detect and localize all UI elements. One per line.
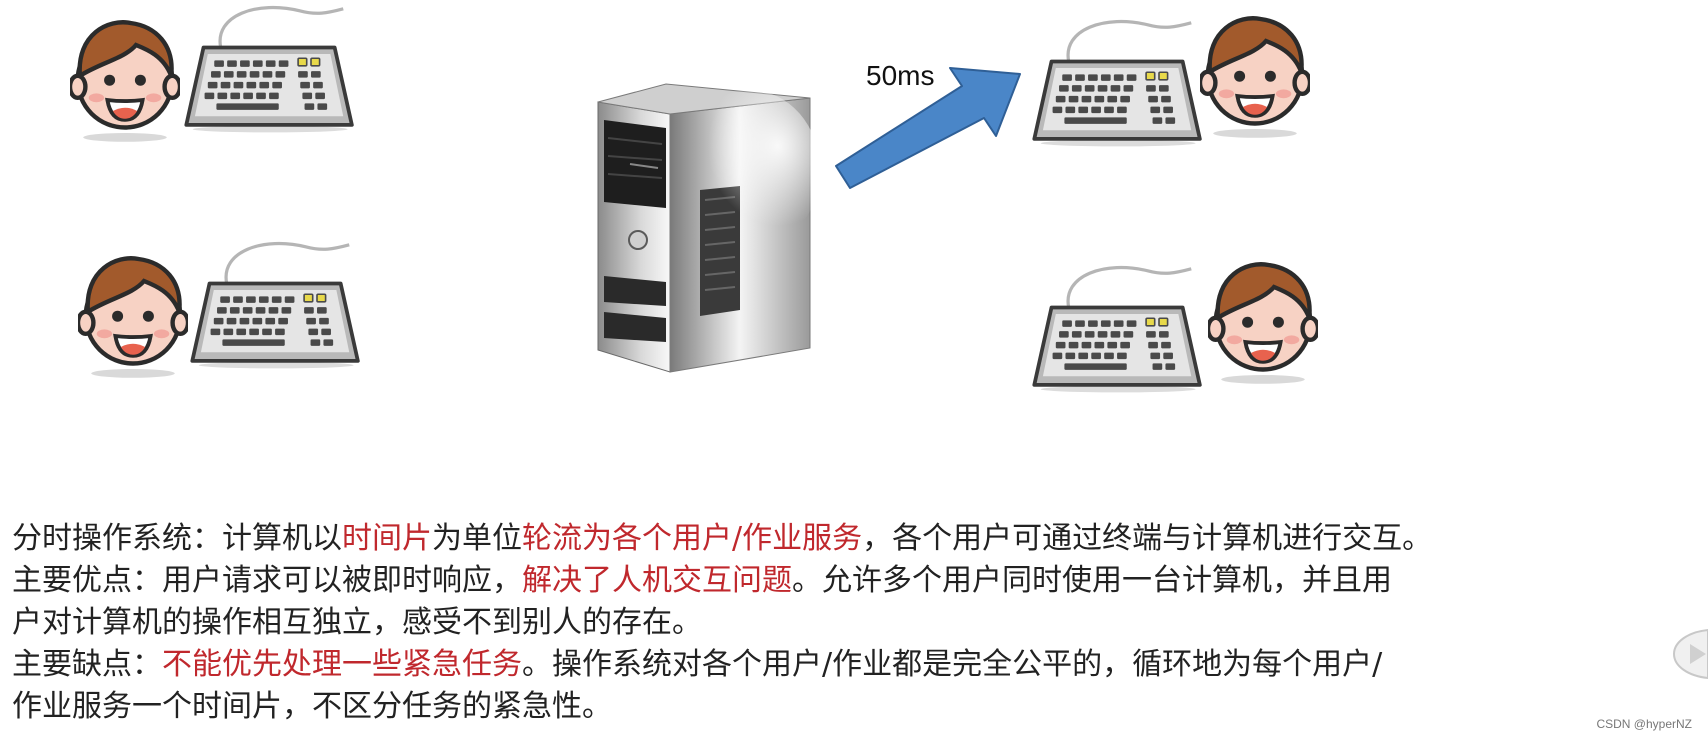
server-tower-icon <box>597 83 820 373</box>
highlight-segment: 轮流为各个用户/作业服务 <box>522 521 863 556</box>
text-line-3: 户对计算机的操作相互独立，感受不到别人的存在。 <box>12 605 702 640</box>
text-segment: 分时操作系统：计算机以 <box>12 521 342 556</box>
text-line-4: 主要缺点：不能优先处理一些紧急任务。操作系统对各个用户/作业都是完全公平的，循环… <box>12 644 1704 686</box>
face-icon <box>70 12 180 144</box>
arrow-time-label: 50ms <box>866 60 935 91</box>
face-icon <box>1208 254 1318 386</box>
text-line-2: 主要优点：用户请求可以被即时响应，解决了人机交互问题。允许多个用户同时使用一台计… <box>12 560 1704 602</box>
text-segment: 为单位 <box>432 521 522 556</box>
transfer-arrow-icon <box>835 67 1021 189</box>
face-icon <box>78 248 188 380</box>
keyboard-icon <box>182 4 354 134</box>
keyboard-icon <box>1030 264 1202 394</box>
description-text: 分时操作系统：计算机以时间片为单位轮流为各个用户/作业服务，各个用户可通过终端与… <box>12 518 1704 728</box>
text-line-5: 作业服务一个时间片，不区分任务的紧急性。 <box>12 689 612 724</box>
play-button-icon[interactable] <box>1668 624 1708 684</box>
highlight-segment: 解决了人机交互问题 <box>522 563 792 598</box>
face-icon <box>1200 8 1310 140</box>
text-line-1: 分时操作系统：计算机以时间片为单位轮流为各个用户/作业服务，各个用户可通过终端与… <box>12 518 1704 560</box>
highlight-segment: 时间片 <box>342 521 432 556</box>
highlight-segment: 不能优先处理一些紧急任务 <box>162 647 522 682</box>
text-segment: 。操作系统对各个用户/作业都是完全公平的，循环地为每个用户/ <box>522 647 1383 682</box>
text-segment: 主要优点：用户请求可以被即时响应， <box>12 563 522 598</box>
keyboard-icon <box>1030 18 1202 148</box>
text-segment: 主要缺点： <box>12 647 162 682</box>
text-segment: 。允许多个用户同时使用一台计算机，并且用 <box>792 563 1392 598</box>
text-segment: ，各个用户可通过终端与计算机进行交互。 <box>862 521 1433 556</box>
keyboard-icon <box>188 240 360 370</box>
watermark: CSDN @hyperNZ <box>1596 717 1692 731</box>
